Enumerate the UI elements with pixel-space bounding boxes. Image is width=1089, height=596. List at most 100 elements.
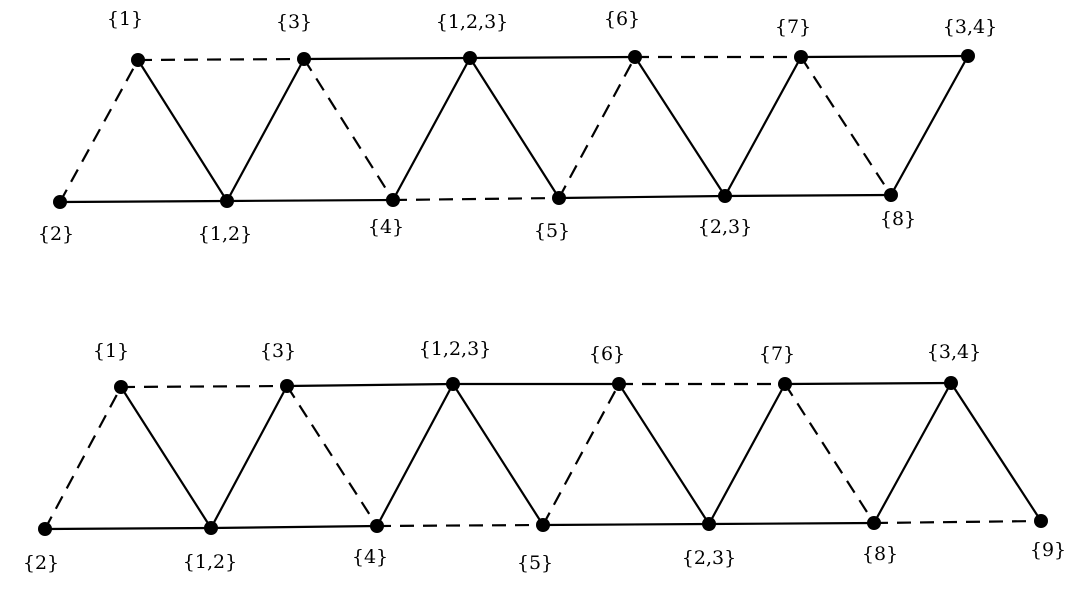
edge-a2-a3-solid — [302, 56, 472, 61]
node-label-b1: {2} — [38, 223, 74, 245]
edge-b1-b2-solid — [58, 199, 229, 204]
edge-b4-b5-solid — [557, 194, 727, 200]
edge-b2-a2-solid — [225, 57, 306, 203]
node-b1 — [38, 522, 52, 536]
edge-a3-b4-solid — [451, 382, 545, 527]
graph-top: {1}{3}{1,2,3}{6}{7}{3,4}{2}{1,2}{4}{5}{2… — [38, 8, 997, 245]
edge-b6-b7-dashed — [873, 519, 1042, 525]
node-a3 — [446, 377, 460, 391]
edge-b5-a5-solid — [723, 55, 803, 198]
edge-a5-b6-dashed — [800, 56, 892, 196]
node-a6 — [944, 376, 958, 390]
edge-b3-b4-dashed — [392, 196, 560, 202]
node-label-b6: {8} — [880, 208, 916, 230]
edge-b1-a1-dashed — [59, 59, 139, 203]
edge-b4-a4-dashed — [558, 56, 636, 199]
edge-b1-b2-solid — [43, 526, 213, 531]
edge-a6-b7-solid — [949, 381, 1043, 523]
node-b2 — [204, 521, 218, 535]
graph-bottom-edges — [43, 381, 1043, 531]
node-label-b6: {8} — [862, 543, 898, 565]
edge-a5-a6-solid — [783, 381, 953, 386]
edge-a2-a3-solid — [285, 382, 455, 388]
node-label-a4: {6} — [589, 343, 625, 365]
node-label-a2: {3} — [276, 11, 312, 33]
node-b4 — [552, 191, 566, 205]
edge-a3-b4-solid — [468, 56, 561, 200]
edge-b2-b3-solid — [225, 198, 395, 203]
edge-b4-b5-solid — [541, 522, 711, 527]
graph-bottom-nodes — [38, 376, 1048, 536]
node-label-a6: {3,4} — [943, 16, 997, 38]
edge-b6-a6-solid — [872, 381, 953, 525]
node-label-a1: {1} — [93, 340, 129, 362]
node-a2 — [297, 52, 311, 66]
graph-top-labels: {1}{3}{1,2,3}{6}{7}{3,4}{2}{1,2}{4}{5}{2… — [38, 8, 997, 245]
node-label-a3: {1,2,3} — [436, 11, 509, 33]
edge-b5-b6-solid — [723, 193, 893, 198]
node-label-a2: {3} — [260, 340, 296, 362]
node-a4 — [628, 50, 642, 64]
node-a1 — [131, 53, 145, 67]
node-label-a3: {1,2,3} — [419, 338, 492, 360]
edge-b3-a3-solid — [375, 382, 455, 528]
node-label-a6: {3,4} — [927, 341, 981, 363]
node-label-b1: {2} — [23, 552, 59, 574]
graph-top-edges — [58, 54, 970, 204]
edge-a4-b5-solid — [633, 55, 727, 198]
edge-a1-b2-solid — [119, 385, 213, 530]
edge-b6-a6-solid — [889, 54, 970, 197]
node-a6 — [961, 49, 975, 63]
edge-a1-a2-dashed — [137, 57, 305, 62]
node-b2 — [220, 194, 234, 208]
node-label-b2: {1,2} — [183, 551, 237, 573]
edge-b4-a4-dashed — [542, 383, 620, 526]
node-label-a1: {1} — [107, 8, 143, 30]
edge-a5-a6-solid — [799, 54, 970, 59]
edge-b3-a3-solid — [391, 56, 472, 202]
node-label-b7: {9} — [1030, 539, 1066, 561]
node-a1 — [114, 380, 128, 394]
node-a5 — [778, 377, 792, 391]
edge-a1-a2-dashed — [120, 384, 288, 389]
node-label-b5: {2,3} — [682, 547, 736, 569]
node-a3 — [463, 51, 477, 65]
node-b5 — [718, 189, 732, 203]
node-label-a5: {7} — [775, 16, 811, 38]
node-label-a5: {7} — [759, 343, 795, 365]
node-label-b5: {2,3} — [698, 216, 752, 238]
edge-b1-a1-dashed — [44, 386, 122, 530]
node-b4 — [536, 518, 550, 532]
graph-top-nodes — [53, 49, 975, 209]
edge-b2-a2-solid — [209, 384, 289, 530]
edge-b2-b3-solid — [209, 524, 379, 530]
node-b1 — [53, 195, 67, 209]
edge-a2-b3-dashed — [303, 58, 394, 201]
edge-b5-b6-solid — [707, 521, 876, 526]
node-b7 — [1034, 514, 1048, 528]
node-b3 — [370, 519, 384, 533]
edge-b5-a5-solid — [707, 382, 787, 526]
graph-bottom: {1} {3} {1,2,3} {6} {7} {3,4} {2} {1,2} {4} {5} {2… — [23, 338, 1066, 574]
edge-a2-b3-dashed — [286, 385, 378, 527]
graph-bottom-labels: {1} {3} {1,2,3} {6} {7} {3,4} {2} {1,2} {4} {5} {2… — [23, 338, 1066, 574]
node-label-b4: {5} — [534, 220, 570, 242]
edge-a4-b5-solid — [617, 382, 711, 526]
node-b5 — [702, 517, 716, 531]
edge-a5-b6-dashed — [784, 383, 875, 524]
node-a5 — [794, 50, 808, 64]
node-label-b3: {4} — [352, 546, 388, 568]
node-b6 — [884, 188, 898, 202]
edge-a3-a4-solid — [468, 55, 637, 60]
node-a2 — [280, 379, 294, 393]
node-label-b3: {4} — [368, 216, 404, 238]
node-label-a4: {6} — [604, 8, 640, 30]
node-a4 — [612, 377, 626, 391]
edge-b3-b4-dashed — [376, 523, 544, 528]
node-label-b4: {5} — [517, 552, 553, 574]
node-b6 — [867, 516, 881, 530]
node-b3 — [386, 193, 400, 207]
edge-a1-b2-solid — [136, 58, 229, 203]
